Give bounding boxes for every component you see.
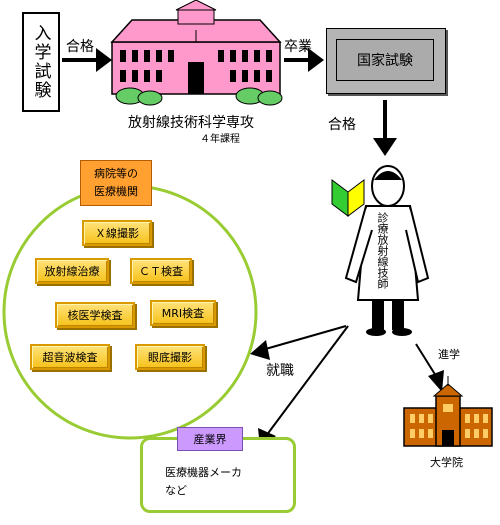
graduation-label: 卒業: [284, 39, 312, 55]
arrow-to-industry: [258, 325, 349, 448]
school-building-icon: [110, 0, 283, 106]
arrow-exam-to-school: [62, 48, 112, 72]
industry-line1: 医療機器メーカ: [165, 466, 242, 479]
medical-institutions-line2: 医療機関: [94, 185, 138, 198]
medical-institutions-line1: 病院等の: [94, 167, 138, 180]
employment-label: 就職: [266, 363, 294, 379]
national-exam-label: 国家試験: [336, 39, 434, 81]
university-building-icon: [403, 376, 493, 447]
service-radiotherapy: 放射線治療: [35, 258, 109, 284]
technologist-figure-icon: [344, 165, 430, 336]
advance-label: 進学: [438, 348, 460, 361]
service-ultrasound: 超音波検査: [30, 344, 110, 370]
pass-label-2: 合格: [328, 117, 356, 133]
arrow-to-graduate-school: [415, 343, 444, 392]
graduate-school-label: 大学院: [430, 456, 463, 469]
service-mri: MRI検査: [150, 300, 216, 326]
course-title: 放射線技術科学専攻: [128, 115, 254, 131]
arrow-to-medical-institutions: [250, 325, 347, 360]
entrance-exam-label: 入学試験: [30, 24, 51, 100]
pass-label-1: 合格: [66, 39, 94, 55]
service-xray: Ｘ線撮影: [82, 220, 152, 246]
arrow-national-exam-to-technologist: [373, 100, 397, 156]
national-exam-box: 国家試験: [326, 28, 446, 94]
industry-label: 産業界: [177, 427, 243, 451]
arrow-school-to-national-exam: [284, 48, 324, 72]
service-nuclear-medicine: 核医学検査: [55, 302, 135, 328]
industry-line2: など: [165, 484, 187, 497]
service-ct: ＣＴ検査: [130, 258, 192, 284]
course-years: ４年課程: [200, 134, 240, 145]
technologist-label: 診療放射線技師: [376, 212, 389, 289]
medical-institutions-label: 病院等の 医療機関: [80, 160, 152, 206]
beginner-mark-icon: [331, 179, 365, 217]
service-fundus: 眼底撮影: [135, 344, 205, 370]
entrance-exam-box: 入学試験: [22, 12, 60, 112]
